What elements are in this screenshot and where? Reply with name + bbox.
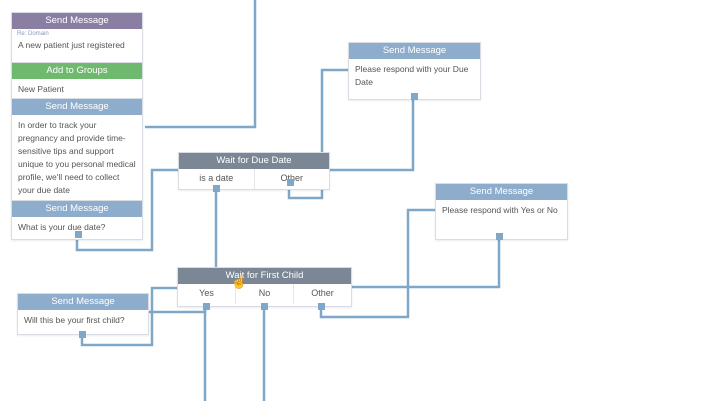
node-header: Send Message xyxy=(18,294,148,310)
branch-other[interactable]: Other xyxy=(280,173,303,183)
node-message-text: A new patient just registered xyxy=(18,40,125,50)
output-port[interactable] xyxy=(411,93,418,100)
node-header: Add to Groups xyxy=(12,63,142,79)
node-group-name: New Patient xyxy=(18,84,64,94)
branch-no[interactable]: No xyxy=(236,284,294,304)
output-port-yes[interactable] xyxy=(203,303,210,310)
output-port[interactable] xyxy=(79,331,86,338)
branch-options: is a date Other xyxy=(179,169,329,189)
node-message-text: What is your due date? xyxy=(18,222,106,232)
wire-yes-to-send-child xyxy=(148,307,207,314)
wait-for-due-date-node[interactable]: Wait for Due Date is a date Other xyxy=(178,152,330,192)
node-header: Send Message xyxy=(436,184,567,200)
output-port-is-a-date[interactable] xyxy=(213,185,220,192)
branch-other[interactable]: Other xyxy=(311,288,334,298)
node-message-text: Please respond with your Due Date xyxy=(355,64,469,87)
pointer-hand-icon: ☝ xyxy=(231,274,248,289)
send-message-node-first-child-question[interactable]: Send Message Will this be your first chi… xyxy=(17,293,149,338)
send-message-node-yes-no-retry[interactable]: Send Message Please respond with Yes or … xyxy=(435,183,568,240)
node-message-text: Please respond with Yes or No xyxy=(442,205,558,215)
node-header: Wait for First Child xyxy=(178,268,351,284)
node-header: Send Message xyxy=(12,13,142,29)
node-header: Send Message xyxy=(12,201,142,217)
node-sublabel: Re: Domain xyxy=(17,31,49,37)
branch-is-a-date[interactable]: is a date xyxy=(179,169,255,189)
node-header: Send Message xyxy=(12,99,142,115)
output-port-other[interactable] xyxy=(318,303,325,310)
node-header: Send Message xyxy=(349,43,480,59)
node-message-text: Will this be your first child? xyxy=(24,315,125,325)
send-message-node-due-date-retry[interactable]: Send Message Please respond with your Du… xyxy=(348,42,481,100)
send-message-node-welcome[interactable]: Send Message Re: Domain A new patient ju… xyxy=(11,12,143,64)
wire-due-reply-to-wait-due xyxy=(330,97,415,172)
wait-for-first-child-node[interactable]: Wait for First Child Yes No Other xyxy=(177,267,352,310)
add-to-groups-node[interactable]: Add to Groups New Patient xyxy=(11,62,143,100)
send-message-node-due-date-question[interactable]: Send Message What is your due date? xyxy=(11,200,143,240)
output-port-no[interactable] xyxy=(261,303,268,310)
wire-top-to-send2 xyxy=(145,0,257,129)
output-port[interactable] xyxy=(75,231,82,238)
node-message-text: In order to track your pregnancy and pro… xyxy=(18,120,136,195)
branch-options: Yes No Other xyxy=(178,284,351,304)
node-header: Wait for Due Date xyxy=(179,153,329,169)
send-message-node-intro[interactable]: Send Message In order to track your preg… xyxy=(11,98,143,202)
wire-yesno-to-wait-child xyxy=(352,238,501,289)
output-port-other[interactable] xyxy=(287,179,294,186)
branch-yes[interactable]: Yes xyxy=(178,284,236,304)
output-port[interactable] xyxy=(496,233,503,240)
